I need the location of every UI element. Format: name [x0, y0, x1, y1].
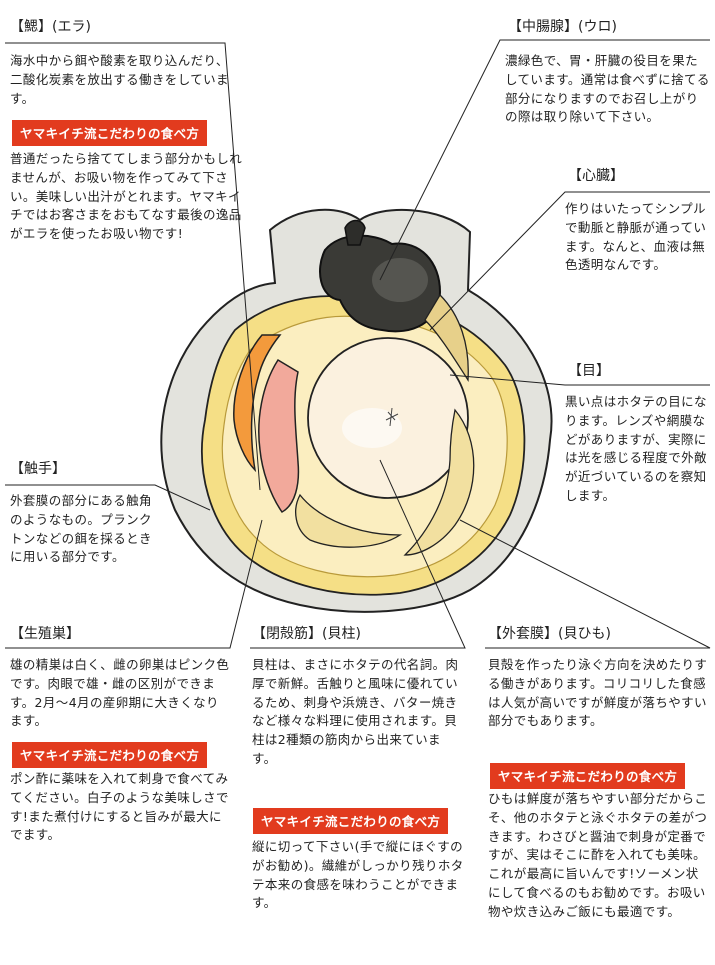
leader-gill	[5, 42, 261, 491]
midgut-title: 【中腸腺】(ウロ)	[508, 19, 617, 35]
tentacle-title: 【触手】	[10, 461, 66, 477]
heart-title: 【心臓】	[568, 168, 624, 184]
mantle-tip-badge: ヤマキイチ流こだわりの食べ方	[490, 763, 686, 789]
eye-title: 【目】	[568, 363, 610, 379]
gill-description: 海水中から餌や酸素を取り込んだり、二酸化炭素を放出する働きをしています。	[10, 53, 229, 106]
leader-mantle	[459, 519, 711, 649]
gonad-tip-badge: ヤマキイチ流こだわりの食べ方	[12, 742, 208, 768]
eye-description: 黒い点はホタテの目になります。レンズや網膜などがありますが、実際には光を感じる程…	[565, 394, 707, 503]
leader-adductor	[250, 459, 466, 649]
leader-heart	[429, 191, 710, 331]
adductor-tip: 縦に切って下さい(手で縦にほぐすのがお勧め)。繊維がしっかり残りホタテ本来の食感…	[252, 839, 464, 911]
adductor-description: 貝柱は、まさにホタテの代名詞。肉厚で新鮮。舌触りと風味に優れているため、刺身や浜…	[252, 657, 459, 766]
gonad-title: 【生殖巣】	[10, 626, 80, 642]
gonad-tip: ポン酢に薬味を入れて刺身で食べてみてください。白子のような美味しさです!また煮付…	[10, 771, 229, 843]
leader-midgut	[379, 39, 710, 281]
gill-tip: 普通だったら捨ててしまう部分かもしれませんが、お吸い物を作ってみて下さい。美味し…	[10, 151, 243, 241]
gonad-description: 雄の精巣は白く、雌の卵巣はピンク色です。肉眼で雄・雌の区別ができます。2月〜4月…	[10, 657, 230, 729]
gonad	[258, 358, 300, 513]
leader-eye	[449, 374, 710, 386]
mantle-tip: ひもは鮮度が落ちやすい部分だからこそ、他のホタテと泳ぐホタテの差がつきます。わさ…	[488, 791, 708, 919]
gill-title: 【鰓】(エラ)	[10, 19, 91, 35]
adductor-tip-badge: ヤマキイチ流こだわりの食べ方	[253, 808, 449, 834]
midgut-description: 濃緑色で、胃・肝臓の役目を果たしています。通常は食べずに捨てる部分になりますので…	[505, 53, 710, 125]
mantle-title: 【外套膜】(貝ひも)	[488, 626, 611, 642]
gill-tip-badge: ヤマキイチ流こだわりの食べ方	[12, 120, 208, 146]
adductor-title: 【閉殻筋】(貝柱)	[252, 626, 361, 642]
heart-description: 作りはいたってシンプルで動脈と静脈が通っています。なんと、血液は無色透明なんです…	[565, 201, 707, 273]
leader-gonad	[5, 519, 263, 649]
leader-tentacle	[5, 484, 211, 511]
mantle-description: 貝殻を作ったり泳ぐ方向を決めたりする働きがあります。コリコリした食感は人気が高い…	[488, 657, 708, 729]
tentacle-description: 外套膜の部分にある触角のようなもの。プランクトンなどの餌を採るときに用いる部分で…	[10, 493, 152, 565]
heart	[424, 293, 469, 383]
gill	[233, 334, 282, 473]
